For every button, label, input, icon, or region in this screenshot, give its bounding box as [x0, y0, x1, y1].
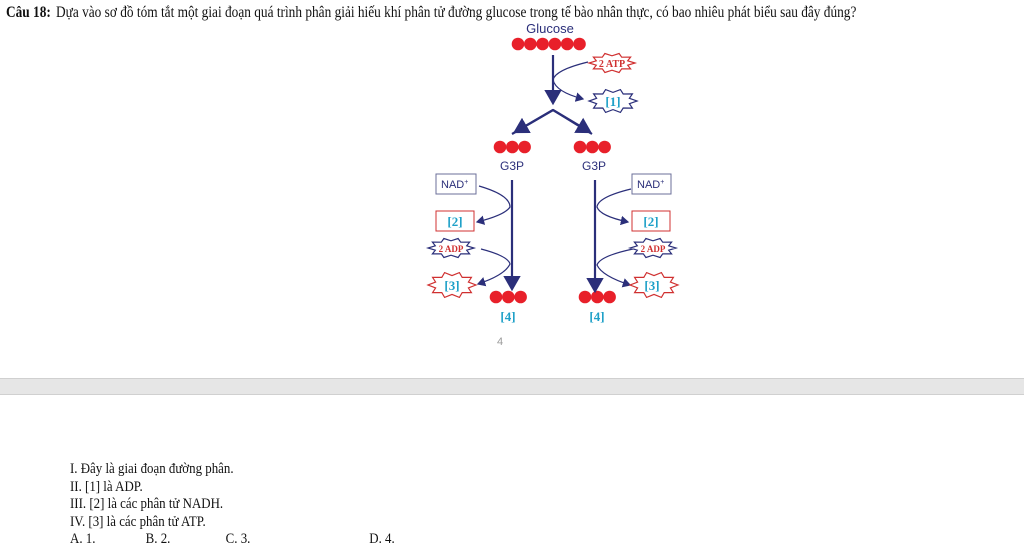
fork-arrow [511, 108, 593, 135]
label1-star [587, 88, 639, 114]
adp-right-label: 2 ADP [641, 244, 666, 254]
page-number: 4 [497, 336, 503, 348]
label3-right-star [628, 271, 680, 299]
glucose-carbon [524, 37, 537, 51]
label2-left: [2] [447, 214, 462, 229]
label1: [1] [605, 94, 620, 109]
glycolysis-diagram: Glucose G3P G3P NAD+ NAD+ 2 ATP [1] [2] … [425, 21, 680, 348]
product-left-carbon [502, 290, 515, 304]
g3p-left-carbon [506, 140, 519, 154]
label4-left: [4] [500, 309, 515, 324]
statement-1: I. Đây là giai đoạn đường phân. [70, 461, 234, 477]
nad-left-label: NAD [441, 179, 464, 191]
arrows [503, 55, 604, 294]
product-right-carbon [591, 290, 604, 304]
g3p-right-carbon [598, 140, 611, 154]
label2-right: [2] [643, 214, 658, 229]
nad-right-box [631, 173, 672, 195]
product-left-carbon [489, 290, 503, 304]
nad-left-box [435, 173, 477, 195]
option-a[interactable]: A. 1. [70, 531, 96, 547]
product-right-carbon [603, 290, 616, 304]
glucose-label: Glucose [526, 21, 574, 36]
label3-right: [3] [644, 278, 659, 293]
g3p-left-carbon [493, 140, 507, 154]
question-text: Dựa vào sơ đồ tóm tắt một giai đoạn quá … [55, 4, 857, 21]
glucose-carbon [548, 37, 562, 51]
label2-left-box [435, 210, 475, 232]
glucose-carbon [560, 37, 574, 51]
statement-4: IV. [3] là các phân tử ATP. [70, 513, 206, 530]
option-c[interactable]: C. 3. [225, 531, 251, 547]
product-left-carbon [514, 290, 527, 304]
product-right-carbon [578, 290, 592, 304]
glucose-carbon [573, 37, 586, 51]
option-d[interactable]: D. 4. [369, 531, 395, 547]
nad-right-label: NAD [637, 179, 660, 191]
glucose-carbon [536, 37, 549, 51]
glucose-carbon [511, 37, 525, 51]
label3-left: [3] [444, 278, 459, 293]
statements: I. Đây là giai đoạn đường phân. II. [1] … [70, 461, 395, 549]
nad-left-sup: + [464, 179, 468, 186]
options: A. 1. B. 2. C. 3. D. 4. [70, 531, 395, 549]
atp-label: 2 ATP [599, 59, 625, 70]
g3p-right-carbon [586, 140, 599, 154]
atp-star [586, 52, 638, 74]
statement-2: II. [1] là ADP. [70, 478, 143, 495]
adp-left-star [425, 237, 477, 259]
g3p-right-carbon [573, 140, 587, 154]
svg-text:NAD+: NAD+ [637, 179, 664, 191]
adp-left-label: 2 ADP [439, 244, 464, 254]
adp-right-star [627, 237, 679, 259]
svg-text:NAD+: NAD+ [441, 179, 468, 191]
label3-left-star [426, 271, 478, 299]
g3p-left-carbon [518, 140, 531, 154]
separator-bar [0, 378, 1024, 395]
statement-3: III. [2] là các phân tử NADH. [70, 496, 224, 512]
g3p-right-label: G3P [582, 159, 606, 173]
label2-right-box [631, 210, 671, 232]
option-b[interactable]: B. 2. [145, 531, 171, 547]
question: Câu 18:Dựa vào sơ đồ tóm tắt một giai đo… [6, 4, 856, 22]
molecules [489, 37, 616, 304]
nad-right-sup: + [660, 179, 664, 186]
question-number: Câu 18: [6, 4, 51, 21]
g3p-left-label: G3P [500, 159, 524, 173]
label4-right: [4] [589, 309, 604, 324]
